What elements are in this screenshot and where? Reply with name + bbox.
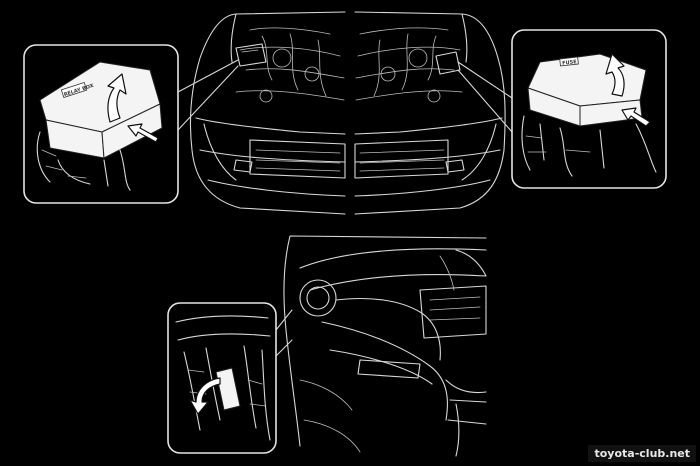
fuse-cover-panel — [215, 367, 241, 411]
fuse-box-label: FUSE — [562, 59, 578, 67]
relay-box-callout-left: RELAY BOX — [23, 44, 239, 204]
fuse-box-callout-right: FUSE — [457, 29, 667, 189]
dashboard-interior-illustration — [283, 235, 487, 457]
engine-bay-right-illustration — [354, 11, 506, 215]
engine-bay-left-illustration — [189, 11, 346, 215]
open-arrow-icon — [189, 377, 221, 415]
release-arrow-icon-right — [621, 107, 651, 127]
release-arrow-icon — [127, 123, 159, 143]
lift-arrow-icon — [107, 73, 127, 123]
lift-arrow-icon-right — [605, 53, 625, 97]
interior-fuse-callout — [167, 302, 293, 454]
watermark: toyota-club.net — [588, 445, 696, 462]
